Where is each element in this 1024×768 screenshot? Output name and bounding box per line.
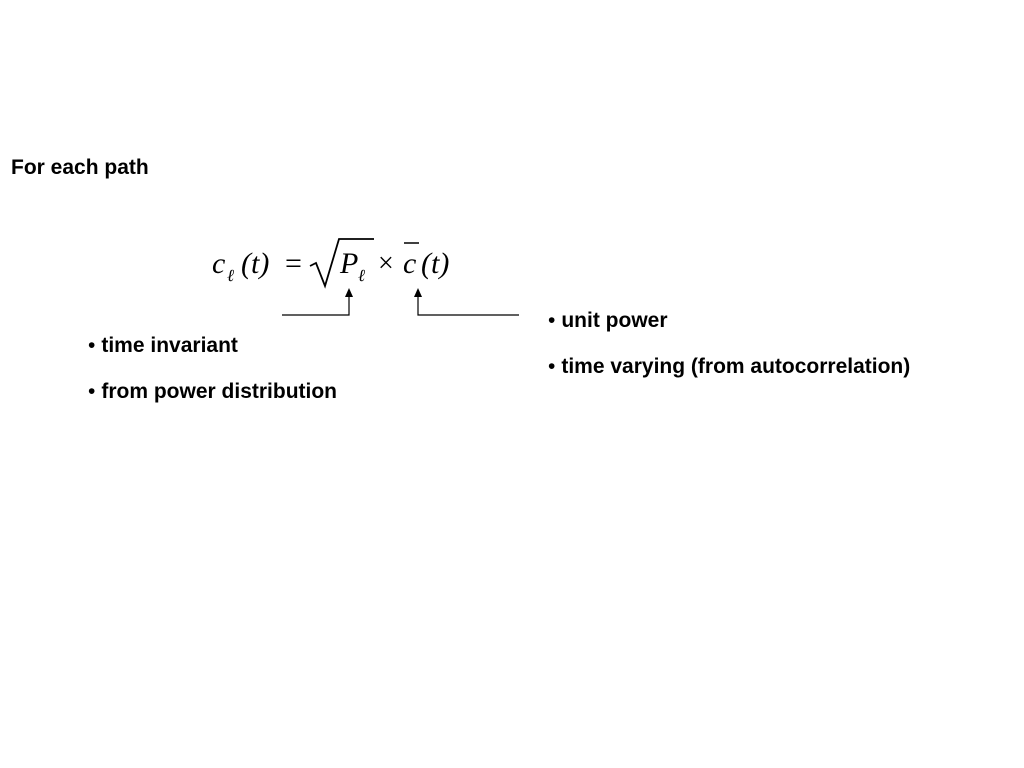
list-item: •unit power xyxy=(548,309,668,332)
eq-equals: = xyxy=(285,247,302,280)
left-arrow xyxy=(282,288,353,316)
left-notes: •time invariant •from power distribution xyxy=(88,334,337,426)
eq-lhs-arg: (t) xyxy=(241,247,269,280)
list-item: •time invariant xyxy=(88,334,238,357)
slide-heading: For each path xyxy=(11,156,149,179)
list-item: •time varying (from autocorrelation) xyxy=(548,355,911,378)
eq-lhs-symbol: c xyxy=(212,247,225,280)
eq-lhs-subscript: ℓ xyxy=(227,266,234,285)
eq-rhs-arg: (t) xyxy=(421,247,449,280)
right-notes: •unit power •time varying (from autocorr… xyxy=(548,309,910,401)
eq-rhs-symbol: c xyxy=(403,247,416,280)
eq-sqrt-symbol: P xyxy=(339,247,358,280)
eq-sqrt-subscript: ℓ xyxy=(358,266,365,285)
sqrt-radical xyxy=(309,238,374,289)
list-item: •from power distribution xyxy=(88,380,338,403)
right-arrow xyxy=(414,288,519,316)
equation: c ℓ (t) = P ℓ × c (t) xyxy=(212,238,449,289)
eq-times: × xyxy=(378,248,394,279)
